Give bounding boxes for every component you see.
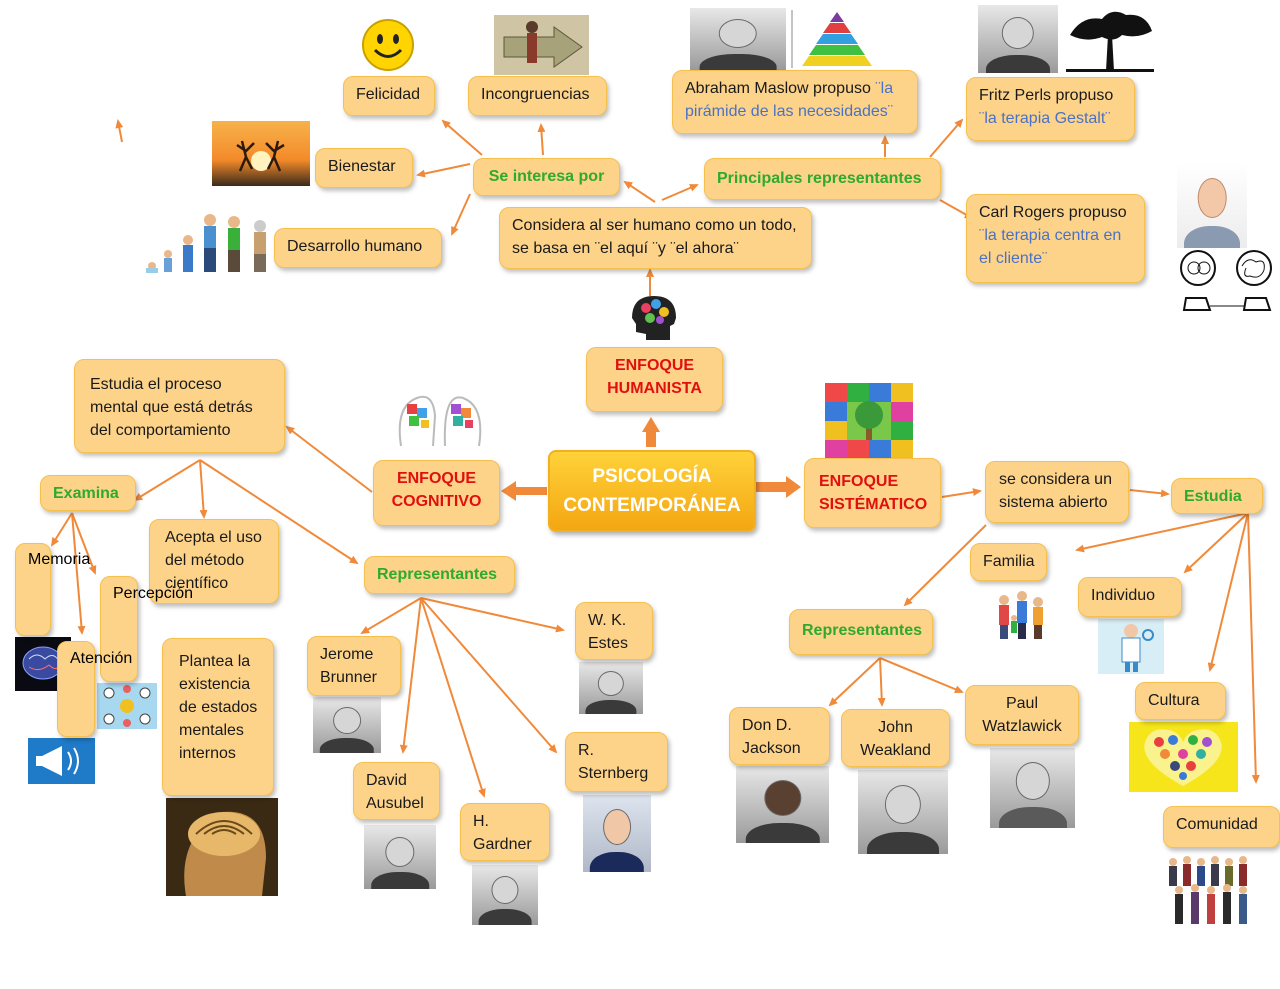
humanista-considera: Considera al ser humano como un todo, se…	[499, 207, 812, 269]
maslow-highlight: ¨la pirámide de las necesidades¨	[685, 80, 894, 120]
enfoque-humanista: ENFOQUE HUMANISTA	[586, 347, 723, 412]
examina-percepcion	[100, 576, 138, 682]
representante-gardner: H. Gardner	[460, 803, 550, 861]
rogers-text: Carl Rogers propuso	[979, 204, 1127, 221]
sistematico-representantes: Representantes	[789, 609, 933, 655]
humanista-label-1: ENFOQUE	[614, 357, 695, 374]
percepcion-label: Percepción	[113, 585, 194, 602]
interes-desarrollo-humano: Desarrollo humano	[274, 228, 442, 268]
family-tree-icon	[825, 383, 913, 460]
cognitivo-acepta: Acepta el uso del método científico	[149, 519, 279, 604]
jackson-photo	[736, 766, 829, 843]
cognitivo-estudia: Estudia el proceso mental que está detrá…	[74, 359, 285, 453]
humanista-principales-representantes: Principales representantes	[704, 158, 941, 200]
representante-ausubel: David Ausubel	[353, 762, 440, 820]
central-title-line2: CONTEMPORÁNEA	[563, 495, 741, 516]
estes-photo	[579, 662, 643, 714]
businessman-arrow-icon	[494, 15, 589, 75]
representante-jackson: Don D. Jackson	[729, 707, 830, 765]
cognitivo-label-2: COGNITIVO	[391, 493, 482, 510]
enfoque-cognitivo: ENFOQUE COGNITIVO	[373, 460, 500, 526]
representante-watzlawick: Paul Watzlawick	[965, 685, 1079, 745]
humanista-label-2: HUMANISTA	[607, 380, 702, 397]
representante-sternberg: R. Sternberg	[565, 732, 668, 792]
sistematico-estudia: Estudia	[1171, 478, 1263, 514]
central-title-line1: PSICOLOGÍA	[592, 466, 712, 487]
sternberg-photo	[583, 795, 651, 872]
megaphone-icon	[28, 738, 95, 784]
representante-estes: W. K. Estes	[575, 602, 653, 660]
rogers-photo	[1177, 163, 1247, 248]
smiley-icon	[362, 19, 414, 71]
memoria-label: Memoria	[28, 551, 91, 568]
atencion-label: Atención	[70, 650, 133, 667]
maslow-pyramid-icon	[786, 6, 888, 70]
doctor-icon	[1098, 619, 1164, 674]
sunset-jump-icon	[212, 121, 310, 186]
representante-perls: Fritz Perls propuso ¨la terapia Gestalt¨	[966, 77, 1135, 141]
family-icon	[999, 591, 1043, 639]
central-topic: PSICOLOGÍA CONTEMPORÁNEA	[548, 450, 756, 532]
head-brain-icon	[632, 296, 676, 340]
labyrinth-head-icon	[166, 798, 278, 896]
perls-photo	[978, 5, 1058, 73]
cognitivo-examina: Examina	[40, 475, 136, 511]
examina-memoria	[15, 543, 51, 636]
weakland-photo	[858, 770, 948, 854]
rogers-highlight: ¨la terapia centra en el cliente¨	[979, 227, 1122, 267]
culture-heart-icon	[1129, 722, 1238, 792]
perls-highlight: ¨la terapia Gestalt¨	[979, 110, 1111, 127]
sistematico-considera: se considera un sistema abierto	[985, 461, 1129, 523]
brain-puzzle-icon	[393, 386, 486, 458]
estudia-individuo: Individuo	[1078, 577, 1182, 617]
humanista-se-interesa: Se interesa por	[473, 158, 620, 196]
tree-icon	[1066, 11, 1154, 72]
interes-incongruencias: Incongruencias	[468, 76, 607, 116]
sistematico-label-2: SISTÉMATICO	[819, 496, 928, 513]
maslow-photo	[690, 8, 786, 70]
representante-rogers: Carl Rogers propuso ¨la terapia centra e…	[966, 194, 1145, 283]
estudia-comunidad: Comunidad	[1163, 806, 1280, 848]
cognitivo-label-1: ENFOQUE	[396, 470, 477, 487]
interes-felicidad: Felicidad	[343, 76, 435, 116]
cognitivo-representantes: Representantes	[364, 556, 515, 594]
maslow-text: Abraham Maslow propuso	[685, 80, 876, 97]
evolution-people-icon	[146, 214, 266, 273]
sistematico-label-1: ENFOQUE	[819, 473, 899, 490]
representante-brunner: Jerome Brunner	[307, 636, 401, 696]
gardner-photo	[472, 865, 538, 925]
therapy-sketch-icon	[1180, 250, 1272, 311]
crowd-icon	[1169, 856, 1247, 924]
cognitivo-plantea: Plantea la existencia de estados mentale…	[162, 638, 274, 796]
brunner-photo	[313, 697, 381, 753]
interes-bienestar: Bienestar	[315, 148, 413, 188]
senses-icon	[97, 683, 157, 729]
representante-weakland: John Weakland	[841, 709, 950, 767]
watzlawick-photo	[990, 748, 1075, 828]
estudia-cultura: Cultura	[1135, 682, 1226, 720]
ausubel-photo	[364, 825, 436, 889]
estudia-familia: Familia	[970, 543, 1047, 581]
examina-atencion	[57, 641, 95, 737]
enfoque-sistematico: ENFOQUE SISTÉMATICO	[804, 458, 941, 528]
representante-maslow: Abraham Maslow propuso ¨la pirámide de l…	[672, 70, 918, 134]
perls-text: Fritz Perls propuso	[979, 87, 1114, 104]
